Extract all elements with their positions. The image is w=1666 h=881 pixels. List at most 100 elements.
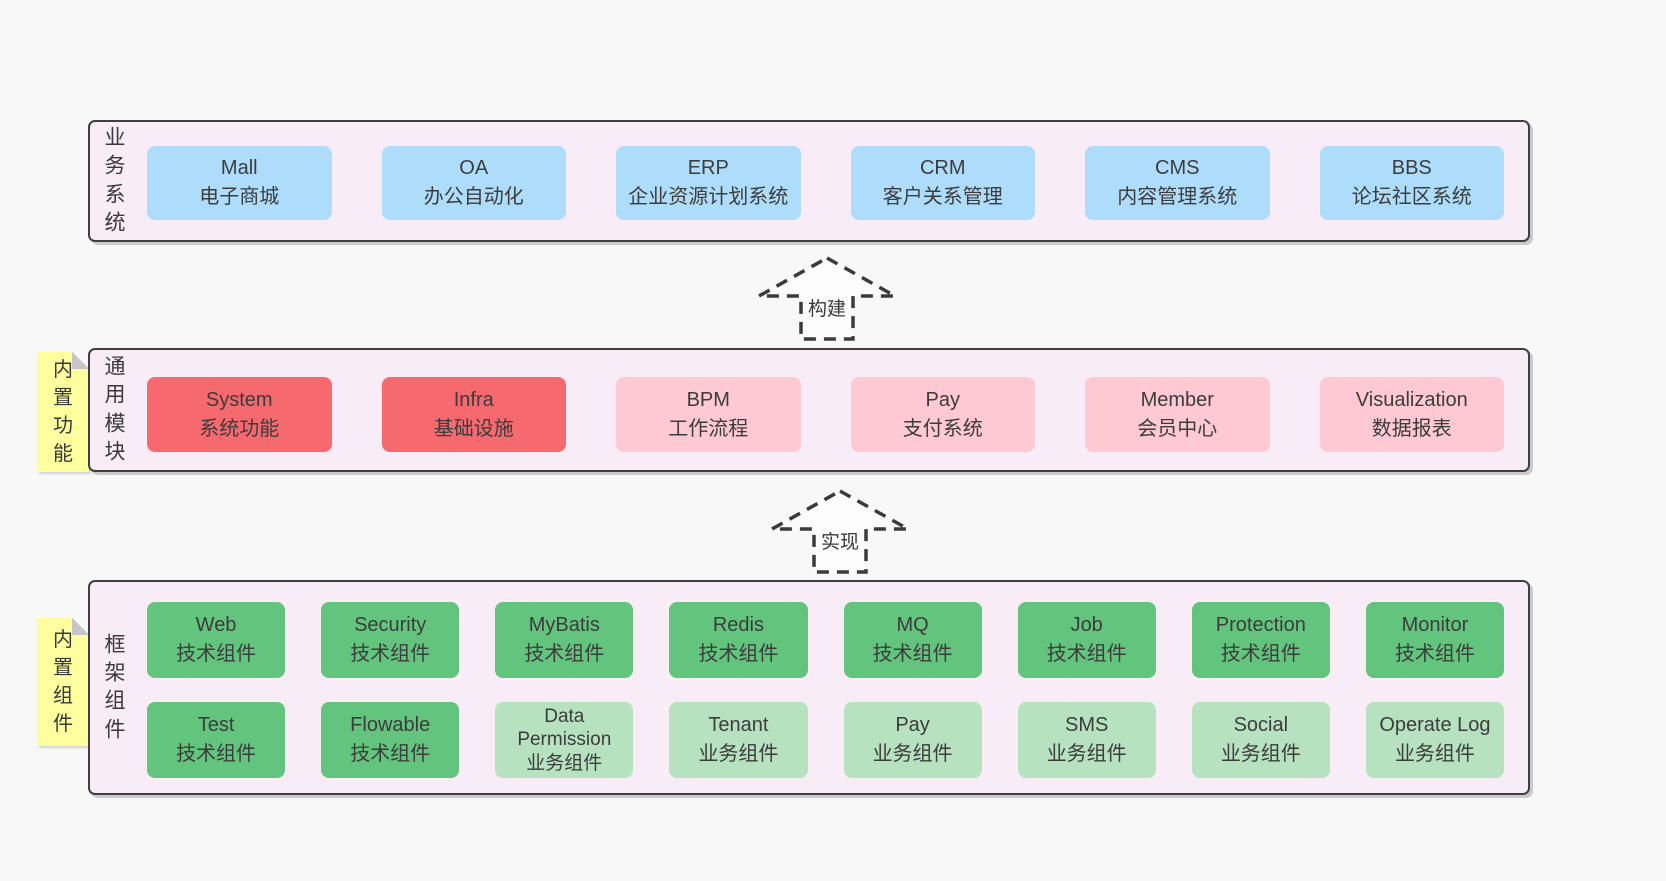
box-bpm: BPM 工作流程: [616, 377, 801, 452]
box-subtitle: 技术组件: [1046, 643, 1127, 665]
box-title: BBS: [1391, 157, 1432, 179]
box-mq: MQ 技术组件: [843, 602, 982, 678]
box-subtitle: 技术组件: [872, 643, 953, 665]
common-modules-layer: 通用模块 System 系统功能 Infra 基础设施 BPM 工作流程 Pay…: [88, 348, 1530, 472]
box-title: Data Permission: [517, 706, 612, 751]
box-tenant: Tenant 业务组件: [669, 702, 808, 778]
box-title: Web: [195, 614, 237, 636]
box-flowable: Flowable 技术组件: [321, 702, 460, 778]
box-title: Job: [1070, 614, 1103, 636]
box-subtitle: 技术组件: [1220, 643, 1301, 665]
box-title: BPM: [686, 388, 730, 411]
box-system: System 系统功能: [147, 377, 332, 452]
box-subtitle: 企业资源计划系统: [628, 186, 789, 208]
box-subtitle: 业务组件: [1046, 743, 1127, 765]
box-subtitle: 技术组件: [698, 643, 779, 665]
box-title: Pay: [925, 388, 960, 411]
builtin-components-sticky-label: 内置组件: [53, 629, 73, 735]
box-title: Member: [1140, 388, 1214, 411]
box-subtitle: 业务组件: [1220, 743, 1301, 765]
box-subtitle: 技术组件: [350, 743, 431, 765]
box-subtitle: 电子商城: [199, 186, 280, 208]
box-subtitle: 办公自动化: [423, 186, 524, 208]
box-subtitle: 基础设施: [433, 417, 514, 440]
box-social: Social 业务组件: [1191, 702, 1330, 778]
box-monitor: Monitor 技术组件: [1365, 602, 1504, 678]
box-redis: Redis 技术组件: [669, 602, 808, 678]
box-title: MyBatis: [528, 614, 600, 636]
box-sms: SMS 业务组件: [1017, 702, 1156, 778]
box-data-permission: Data Permission 业务组件: [495, 702, 634, 778]
box-title: CRM: [919, 157, 966, 179]
modules-layer-label: 通用模块: [104, 355, 126, 464]
box-job: Job 技术组件: [1017, 602, 1156, 678]
box-title: Security: [354, 614, 427, 636]
box-subtitle: 内容管理系统: [1117, 186, 1238, 208]
framework-components-layer: 框架组件 Web 技术组件 Security 技术组件 MyBatis 技术组件…: [88, 580, 1530, 795]
build-arrow-label: 构建: [804, 294, 850, 321]
box-subtitle: 业务组件: [698, 743, 779, 765]
business-systems-layer: 业务系统 Mall 电子商城 OA 办公自动化 ERP 企业资源计划系统 CRM…: [88, 120, 1530, 242]
box-bbs: BBS 论坛社区系统: [1319, 146, 1504, 220]
box-crm: CRM 客户关系管理: [850, 146, 1035, 220]
box-title: Redis: [712, 614, 764, 636]
business-layer-label: 业务系统: [104, 126, 126, 235]
box-erp: ERP 企业资源计划系统: [616, 146, 801, 220]
box-visualization: Visualization 数据报表: [1319, 377, 1504, 452]
box-subtitle: 技术组件: [1394, 643, 1475, 665]
box-security: Security 技术组件: [321, 602, 460, 678]
box-oa: OA 办公自动化: [381, 146, 566, 220]
modules-boxes-row: System 系统功能 Infra 基础设施 BPM 工作流程 Pay 支付系统…: [147, 377, 1504, 452]
box-title: System: [205, 388, 273, 411]
box-subtitle: 会员中心: [1137, 417, 1218, 440]
box-title: SMS: [1065, 714, 1109, 736]
box-mybatis: MyBatis 技术组件: [495, 602, 634, 678]
box-title: Flowable: [350, 714, 431, 736]
box-title: Protection: [1215, 614, 1306, 636]
box-title: CMS: [1155, 157, 1200, 179]
box-web: Web 技术组件: [147, 602, 286, 678]
box-title: Monitor: [1401, 614, 1469, 636]
box-title: OA: [459, 157, 489, 179]
box-subtitle: 技术组件: [350, 643, 431, 665]
box-title: Tenant: [708, 714, 769, 736]
builtin-features-sticky: 内置功能: [37, 352, 89, 472]
box-operate-log: Operate Log 业务组件: [1365, 702, 1504, 778]
box-subtitle: 客户关系管理: [882, 186, 1003, 208]
box-title: Infra: [453, 388, 494, 411]
box-title: Social: [1233, 714, 1289, 736]
box-title: Operate Log: [1379, 714, 1491, 736]
box-subtitle: 业务组件: [872, 743, 953, 765]
box-subtitle: 技术组件: [176, 643, 257, 665]
box-infra: Infra 基础设施: [381, 377, 566, 452]
box-cms: CMS 内容管理系统: [1085, 146, 1270, 220]
implement-arrow-label: 实现: [817, 527, 863, 554]
box-subtitle: 技术组件: [176, 743, 257, 765]
box-title: MQ: [896, 614, 929, 636]
implement-arrow: 实现: [769, 487, 911, 575]
box-subtitle: 支付系统: [902, 417, 983, 440]
build-arrow: 构建: [756, 254, 898, 342]
box-protection: Protection 技术组件: [1191, 602, 1330, 678]
business-boxes-row: Mall 电子商城 OA 办公自动化 ERP 企业资源计划系统 CRM 客户关系…: [147, 146, 1504, 220]
box-title: Pay: [895, 714, 930, 736]
box-subtitle: 技术组件: [524, 643, 605, 665]
box-mall: Mall 电子商城: [147, 146, 332, 220]
components-layer-label: 框架组件: [104, 632, 126, 741]
box-title: Mall: [220, 157, 258, 179]
box-subtitle: 工作流程: [668, 417, 749, 440]
box-title: ERP: [687, 157, 729, 179]
box-subtitle: 系统功能: [199, 417, 280, 440]
components-row-2: Test 技术组件 Flowable 技术组件 Data Permission …: [147, 702, 1504, 778]
box-subtitle: 数据报表: [1371, 417, 1452, 440]
box-subtitle: 业务组件: [526, 752, 603, 774]
box-subtitle: 业务组件: [1394, 743, 1475, 765]
box-subtitle: 论坛社区系统: [1351, 186, 1472, 208]
box-member: Member 会员中心: [1085, 377, 1270, 452]
box-title: Test: [197, 714, 235, 736]
builtin-features-sticky-label: 内置功能: [53, 359, 73, 465]
components-row-1: Web 技术组件 Security 技术组件 MyBatis 技术组件 Redi…: [147, 602, 1504, 678]
box-pay-system: Pay 支付系统: [850, 377, 1035, 452]
box-pay-component: Pay 业务组件: [843, 702, 982, 778]
